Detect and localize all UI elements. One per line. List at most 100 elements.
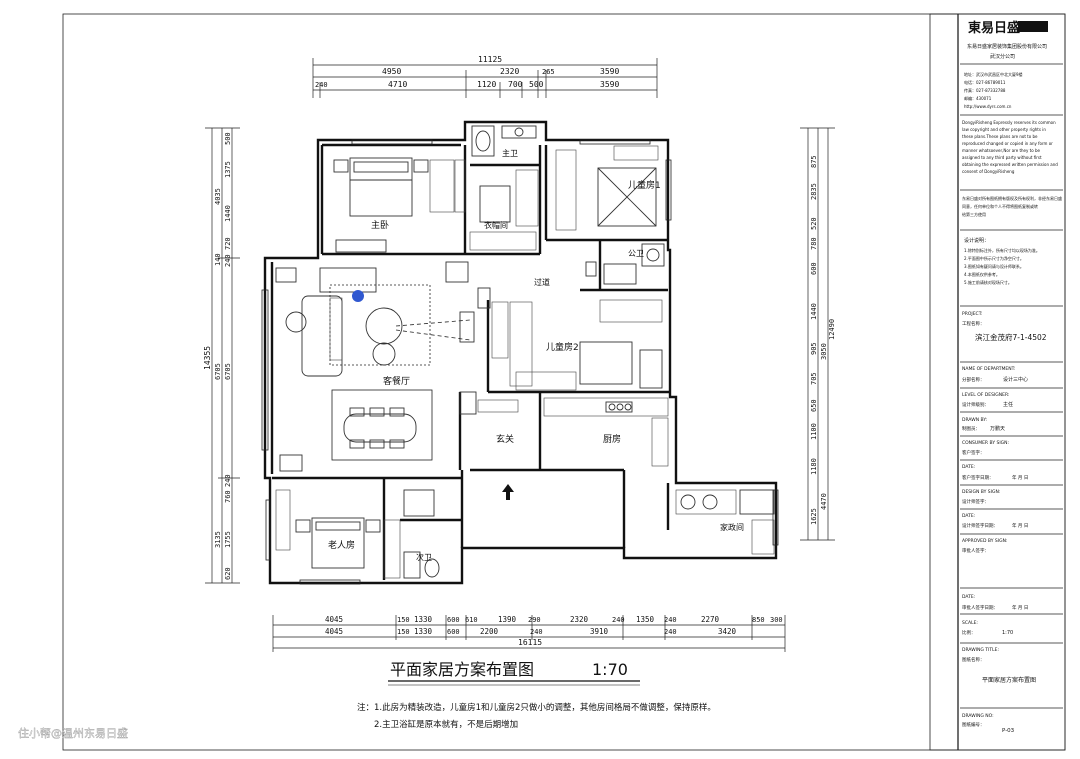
- svg-text:工程名称：: 工程名称：: [962, 320, 985, 327]
- svg-text:2320: 2320: [570, 615, 589, 624]
- project-name: 滨江金茂府7-1-4502: [975, 332, 1047, 342]
- svg-text:同意，任何单位和个人不得将图纸复制或转: 同意，任何单位和个人不得将图纸复制或转: [962, 203, 1038, 209]
- svg-text:4.本图纸仅供参考。: 4.本图纸仅供参考。: [964, 271, 1000, 277]
- svg-text:1440: 1440: [224, 205, 232, 222]
- svg-text:850: 850: [752, 616, 765, 624]
- svg-text:图纸编号：: 图纸编号：: [962, 721, 985, 728]
- entry-cabinet: [319, 261, 519, 415]
- copyright-en: DongyiRisheng Expressly reserves its com…: [962, 120, 1058, 174]
- svg-text:CONSUMER BY SIGN:: CONSUMER BY SIGN:: [962, 440, 1009, 446]
- room-label-entry: 玄关: [496, 433, 514, 445]
- plan-title-text: 平面家居方案布置图: [390, 660, 534, 679]
- svg-text:650: 650: [810, 399, 818, 412]
- svg-text:1.除特别标注外，所有尺寸均以现场为准。: 1.除特别标注外，所有尺寸均以现场为准。: [964, 247, 1040, 253]
- svg-text:1120: 1120: [477, 80, 496, 89]
- svg-text:905: 905: [810, 342, 818, 355]
- room-label-mbath: 主卫: [502, 148, 518, 158]
- svg-text:1375: 1375: [224, 161, 232, 178]
- svg-text:2835: 2835: [810, 183, 818, 200]
- svg-text:12490: 12490: [828, 319, 836, 340]
- svg-text:520: 520: [810, 217, 818, 230]
- title-block: [929, 13, 1066, 751]
- svg-text:875: 875: [810, 155, 818, 168]
- svg-text:设计师签字：: 设计师签字：: [962, 498, 989, 505]
- master-bed: [333, 157, 429, 217]
- svg-text:APPROVED BY SIGN:: APPROVED BY SIGN:: [962, 538, 1008, 544]
- company-name: 东易日盛家居装饰集团股份有限公司: [967, 43, 1047, 50]
- svg-text:240: 240: [224, 254, 232, 267]
- room-label-kid1: 儿童房1: [628, 179, 661, 191]
- room-label-elder: 老人房: [328, 539, 355, 551]
- svg-text:2.平面图中所示尺寸为净空尺寸。: 2.平面图中所示尺寸为净空尺寸。: [964, 255, 1024, 261]
- svg-text:3050: 3050: [820, 343, 828, 360]
- department-value: 设计三中心: [1003, 376, 1028, 383]
- svg-text:DongyiRisheng Expressly reserv: DongyiRisheng Expressly reserves its com…: [962, 120, 1056, 125]
- svg-text:300: 300: [770, 616, 783, 624]
- kid1-bed: [555, 145, 659, 231]
- room-labels: 主卧 衣帽间 主卫 儿童房1 过道 公卫 客餐厅 儿童房2 玄关 厨房 老人房 …: [328, 148, 744, 562]
- room-label-bath3: 次卫: [416, 552, 432, 562]
- svg-text:设计师级别：: 设计师级别：: [962, 401, 989, 408]
- room-label-master: 主卧: [371, 219, 389, 231]
- svg-text:500: 500: [529, 80, 544, 89]
- svg-text:3910: 3910: [590, 627, 609, 636]
- svg-text:150: 150: [397, 628, 410, 636]
- svg-text:给第三方使用: 给第三方使用: [962, 211, 986, 217]
- svg-text:240: 240: [664, 616, 677, 624]
- svg-text:审批人签字：: 审批人签字：: [962, 547, 989, 554]
- svg-text:law copyright and other proper: law copyright and other property rights …: [962, 127, 1046, 132]
- svg-text:1755: 1755: [224, 531, 232, 548]
- svg-text:1100: 1100: [810, 423, 818, 440]
- svg-text:16115: 16115: [518, 638, 542, 647]
- room-label-closet: 衣帽间: [484, 220, 508, 230]
- windows: [261, 139, 779, 585]
- watermark: 住小帮@温州东易日盛: [18, 726, 128, 740]
- svg-text:600: 600: [447, 616, 460, 624]
- svg-text:设计师签字日期：: 设计师签字日期：: [962, 522, 998, 529]
- svg-text:consent of DongyiRisheng: consent of DongyiRisheng: [962, 169, 1015, 174]
- svg-text:1625: 1625: [810, 508, 818, 525]
- company-tel: 电话：027-86789011: [964, 79, 1006, 85]
- svg-text:东易日盛对所有图纸拥有版权及所有权利，非经东易日盛: 东易日盛对所有图纸拥有版权及所有权利，非经东易日盛: [962, 195, 1062, 201]
- svg-text:LEVEL OF DESIGNER:: LEVEL OF DESIGNER:: [962, 392, 1009, 398]
- svg-text:3590: 3590: [600, 67, 619, 76]
- room-label-hall: 过道: [534, 277, 550, 287]
- svg-text:1440: 1440: [810, 303, 818, 320]
- bottom-dimensions: 4045 150 1330 600 610 1390 290 2320 240 …: [272, 615, 786, 652]
- svg-text:3.图纸如有疑问请与设计师联系。: 3.图纸如有疑问请与设计师联系。: [964, 263, 1024, 269]
- svg-text:620: 620: [224, 567, 232, 580]
- entry-arrow-icon: [502, 484, 514, 500]
- svg-text:obtaining the expressed writte: obtaining the expressed written permissi…: [962, 162, 1058, 167]
- plan-note-1: 注：1.此房为精装改造，儿童房1和儿童房2只做小的调整，其他房间格局不做调整，保…: [357, 702, 716, 713]
- svg-text:DRAWING TITLE:: DRAWING TITLE:: [962, 647, 999, 653]
- svg-text:265: 265: [542, 68, 555, 76]
- svg-text:制图员：: 制图员：: [962, 425, 980, 432]
- svg-text:3135: 3135: [214, 531, 222, 548]
- svg-text:780: 780: [810, 237, 818, 250]
- room-label-kid2: 儿童房2: [546, 341, 579, 353]
- svg-text:6705: 6705: [214, 363, 222, 380]
- living-area: [275, 267, 475, 472]
- closet-furniture: [469, 169, 539, 251]
- copyright-cn: 东易日盛对所有图纸拥有版权及所有权利，非经东易日盛 同意，任何单位和个人不得将图…: [962, 195, 1062, 217]
- svg-text:SCALE:: SCALE:: [962, 620, 978, 626]
- svg-text:610: 610: [465, 616, 478, 624]
- drawing-title: 平面家居方案布置图: [982, 676, 1036, 684]
- master-wardrobe: [429, 159, 455, 213]
- svg-text:760: 760: [224, 490, 232, 503]
- logo-badge: [1018, 21, 1048, 32]
- master-bath-fixtures: [471, 125, 537, 157]
- company-branch: 武汉分公司: [990, 53, 1015, 60]
- top-dimensions: 11125 4950 2320 265 3590 240 4710 1120 7…: [312, 55, 658, 98]
- person-icon: [352, 290, 364, 302]
- svg-text:140: 140: [214, 253, 222, 266]
- kid2-furniture: [491, 299, 663, 391]
- svg-text:DATE:: DATE:: [962, 594, 975, 600]
- room-label-kitchen: 厨房: [603, 433, 621, 445]
- svg-text:700: 700: [508, 80, 523, 89]
- svg-text:DRAWN BY:: DRAWN BY:: [962, 417, 987, 423]
- svg-text:4045: 4045: [325, 627, 343, 636]
- svg-text:4470: 4470: [820, 493, 828, 510]
- drawn-by: 万鹏天: [990, 425, 1005, 432]
- company-web: http://www.dyrs.com.cn: [964, 104, 1012, 109]
